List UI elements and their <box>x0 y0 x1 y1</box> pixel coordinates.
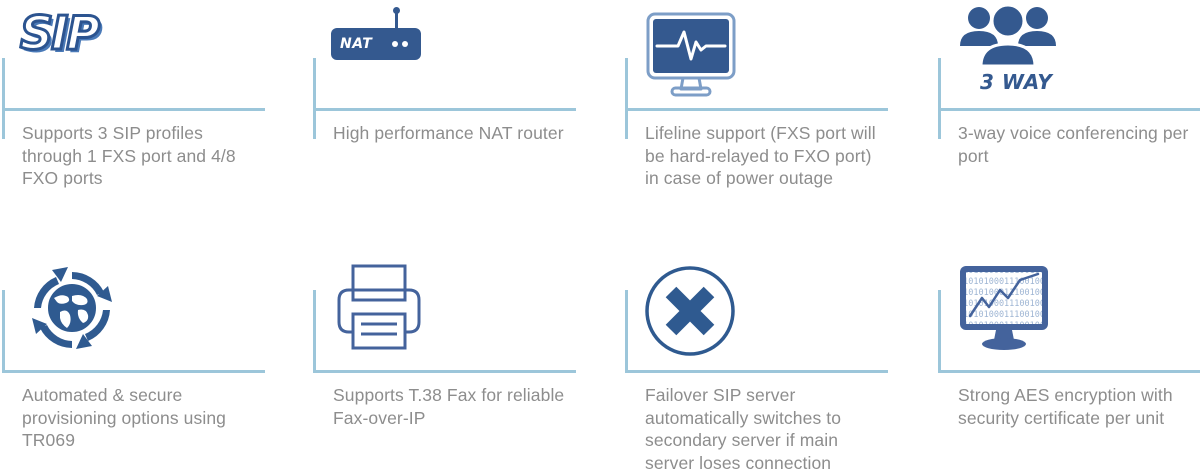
sip-logo-icon: SIP <box>19 0 102 105</box>
cell-horizontal-rule <box>2 108 265 111</box>
feature-caption: High performance NAT router <box>333 123 564 143</box>
cell-vertical-rule <box>938 58 941 139</box>
feature-caption: Lifeline support (FXS port will be hard-… <box>645 123 876 188</box>
globe-refresh-icon <box>20 258 124 368</box>
cell-horizontal-rule <box>313 108 576 111</box>
feature-caption: 3-way voice conferencing per port <box>958 123 1189 166</box>
nat-router-label: NAT <box>340 36 373 52</box>
cell-vertical-rule <box>938 290 941 372</box>
feature-cell-nat: NAT High performance NAT router <box>313 0 576 235</box>
cell-vertical-rule <box>625 58 628 139</box>
cell-vertical-rule <box>2 58 5 139</box>
feature-caption: Strong AES encryption with security cert… <box>958 385 1173 428</box>
printer-fax-icon <box>331 258 427 368</box>
feature-caption: Supports 3 SIP profiles through 1 FXS po… <box>22 123 236 188</box>
feature-caption: Supports T.38 Fax for reliable Fax-over-… <box>333 385 565 428</box>
monitor-pulse-icon <box>643 0 739 105</box>
feature-caption: Automated & secure provisioning options … <box>22 385 226 450</box>
cell-horizontal-rule <box>938 370 1200 373</box>
circle-x-icon <box>643 258 737 368</box>
feature-cell-three-way: 3 WAY 3-way voice conferencing per port <box>938 0 1200 235</box>
feature-cell-provisioning: Automated & secure provisioning options … <box>2 240 265 469</box>
monitor-binary-chart-icon: 01010100011100100101010 <box>956 258 1056 368</box>
cell-vertical-rule <box>313 58 316 139</box>
cell-vertical-rule <box>2 290 5 372</box>
feature-caption: Failover SIP server automatically switch… <box>645 385 842 469</box>
three-way-label: 3 WAY <box>980 70 1053 94</box>
three-people-icon: 3 WAY <box>956 0 1060 105</box>
cell-vertical-rule <box>625 290 628 372</box>
antenna-icon <box>393 7 400 29</box>
cell-horizontal-rule <box>2 370 265 373</box>
cell-horizontal-rule <box>938 108 1200 111</box>
feature-cell-encryption: 01010100011100100101010 Strong AES encry… <box>938 240 1200 469</box>
cell-horizontal-rule <box>313 370 576 373</box>
nat-router-body: NAT <box>331 7 421 60</box>
feature-cell-failover: Failover SIP server automatically switch… <box>625 240 888 469</box>
cell-vertical-rule <box>313 290 316 372</box>
cell-horizontal-rule <box>625 370 888 373</box>
led-dots-icon <box>392 41 408 47</box>
sip-logo-text: SIP <box>19 6 102 60</box>
cell-horizontal-rule <box>625 108 888 111</box>
feature-cell-sip: SIP Supports 3 SIP profiles through 1 FX… <box>2 0 265 235</box>
feature-cell-fax: Supports T.38 Fax for reliable Fax-over-… <box>313 240 576 469</box>
feature-cell-lifeline: Lifeline support (FXS port will be hard-… <box>625 0 888 235</box>
nat-router-icon: NAT <box>331 0 421 105</box>
